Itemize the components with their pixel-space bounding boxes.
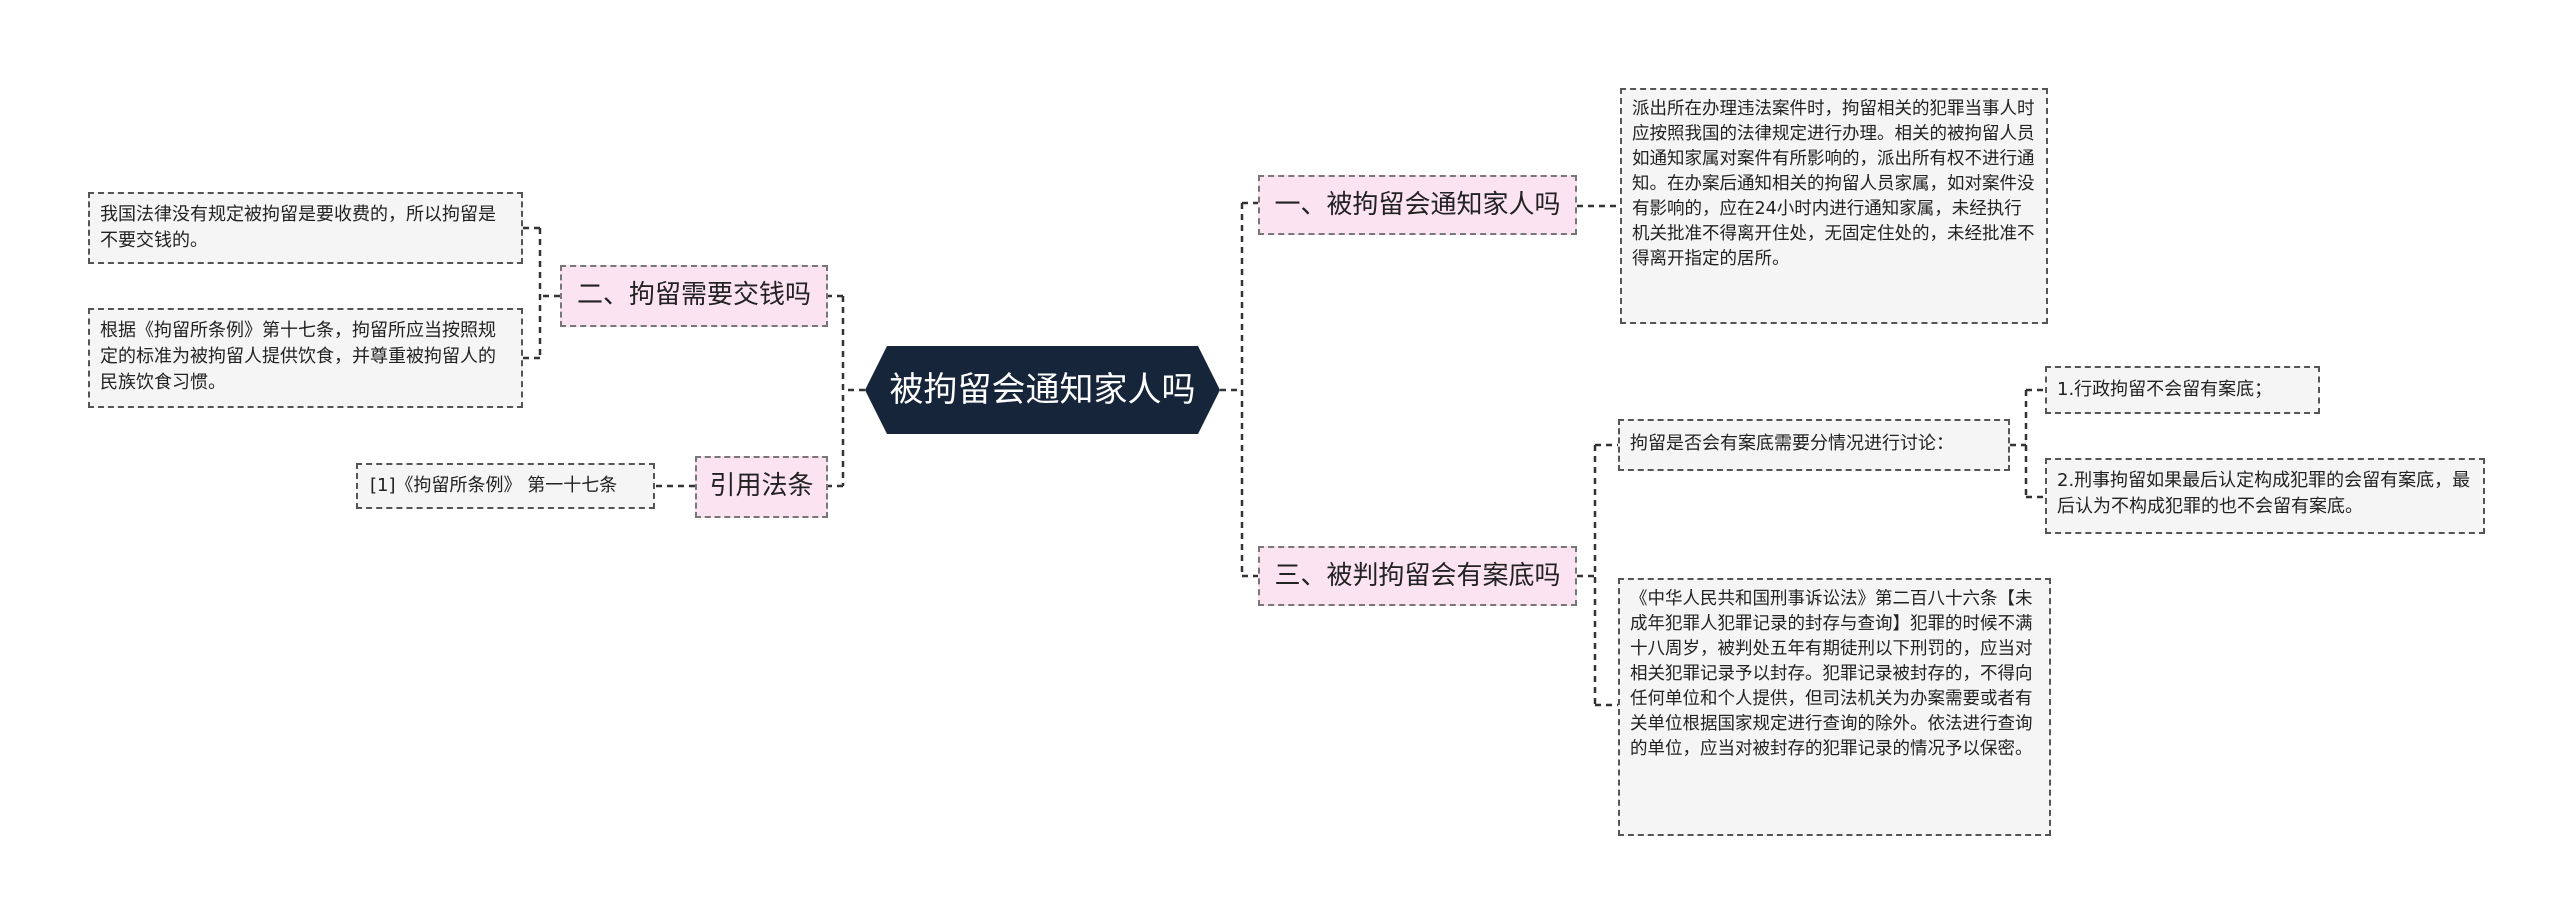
branch-notify-family[interactable]: 一、被拘留会通知家人吗	[1258, 175, 1577, 235]
connector-record-children	[1577, 443, 1618, 707]
connector-root-left	[828, 294, 865, 488]
leaf-criminal-detention-text: 2.刑事拘留如果最后认定构成犯罪的会留有案底，最后认为不构成犯罪的也不会留有案底…	[2057, 470, 2471, 517]
sub-record-discussion-text: 拘留是否会有案底需要分情况进行讨论：	[1630, 433, 1954, 454]
branch-criminal-record[interactable]: 三、被判拘留会有案底吗	[1258, 546, 1577, 606]
leaf-notify-detail-text: 派出所在办理违法案件时，拘留相关的犯罪当事人时应按照我国的法律规定进行办理。相关…	[1632, 99, 2035, 269]
branch-notify-family-label: 一、被拘留会通知家人吗	[1274, 190, 1561, 220]
branch-fee-label: 二、拘留需要交钱吗	[576, 280, 811, 310]
leaf-fee-regulation-text: 根据《拘留所条例》第十七条，拘留所应当按照规定的标准为被拘留人提供饮食，并尊重被…	[100, 320, 496, 393]
leaf-cited-law-text: [1]《拘留所条例》 第一十七条	[370, 475, 618, 496]
leaf-criminal-procedure-law-text: 《中华人民共和国刑事诉讼法》第二百八十六条【未成年犯罪人犯罪记录的封存与查询】犯…	[1630, 589, 2033, 759]
leaf-criminal-procedure-law[interactable]: 《中华人民共和国刑事诉讼法》第二百八十六条【未成年犯罪人犯罪记录的封存与查询】犯…	[1618, 578, 2051, 836]
leaf-administrative-detention[interactable]: 1.行政拘留不会留有案底；	[2045, 366, 2320, 414]
root-node[interactable]: 被拘留会通知家人吗	[865, 346, 1220, 434]
connector-fee-leaves	[523, 226, 560, 360]
root-shape	[865, 346, 1220, 434]
leaf-fee-no-charge-text: 我国法律没有规定被拘留是要收费的，所以拘留是不要交钱的。	[100, 204, 496, 251]
leaf-criminal-detention[interactable]: 2.刑事拘留如果最后认定构成犯罪的会留有案底，最后认为不构成犯罪的也不会留有案底…	[2045, 458, 2485, 534]
leaf-notify-detail[interactable]: 派出所在办理违法案件时，拘留相关的犯罪当事人时应按照我国的法律规定进行办理。相关…	[1620, 88, 2048, 324]
branch-criminal-record-label: 三、被判拘留会有案底吗	[1274, 561, 1561, 591]
sub-record-discussion[interactable]: 拘留是否会有案底需要分情况进行讨论：	[1618, 419, 2010, 471]
leaf-cited-law[interactable]: [1]《拘留所条例》 第一十七条	[356, 463, 655, 509]
leaf-fee-no-charge[interactable]: 我国法律没有规定被拘留是要收费的，所以拘留是不要交钱的。	[88, 192, 523, 264]
connector-sub-leaves	[2010, 388, 2045, 499]
root-label: 被拘留会通知家人吗	[889, 370, 1196, 410]
branch-fee[interactable]: 二、拘留需要交钱吗	[560, 265, 828, 327]
branch-cited-law[interactable]: 引用法条	[695, 456, 828, 518]
connector-root-right	[1220, 201, 1258, 578]
branch-cited-law-label: 引用法条	[709, 471, 814, 501]
leaf-fee-regulation[interactable]: 根据《拘留所条例》第十七条，拘留所应当按照规定的标准为被拘留人提供饮食，并尊重被…	[88, 308, 523, 408]
leaf-administrative-detention-text: 1.行政拘留不会留有案底；	[2057, 379, 2273, 400]
